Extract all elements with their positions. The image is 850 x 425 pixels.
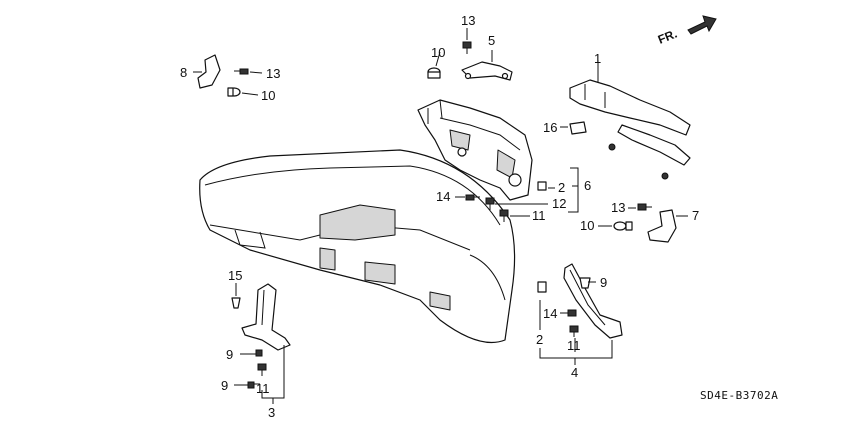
- callout-3: 3: [268, 405, 275, 420]
- clip-icon: [537, 281, 547, 293]
- clip-icon: [569, 121, 587, 135]
- leader-lines: [193, 28, 688, 404]
- callout-16: 16: [543, 120, 557, 135]
- bolt-icon: [465, 194, 480, 201]
- callout-13: 13: [611, 200, 625, 215]
- nut-icon: [427, 67, 441, 79]
- callout-9: 9: [226, 347, 233, 362]
- callout-4: 4: [571, 365, 578, 380]
- callout-2: 2: [536, 332, 543, 347]
- callout-13: 13: [461, 13, 475, 28]
- callout-9: 9: [221, 378, 228, 393]
- bolt-icon: [567, 309, 577, 317]
- callout-10: 10: [261, 88, 275, 103]
- callout-13: 13: [266, 66, 280, 81]
- bolt-icon: [255, 349, 263, 357]
- callout-14: 14: [436, 189, 450, 204]
- callout-12: 12: [552, 196, 566, 211]
- bolt-icon: [234, 68, 249, 75]
- bracket-part-7: [647, 209, 677, 243]
- callout-14: 14: [543, 306, 557, 321]
- callout-11: 11: [567, 338, 581, 353]
- callout-10: 10: [580, 218, 594, 233]
- callout-7: 7: [692, 208, 699, 223]
- callout-5: 5: [488, 33, 495, 48]
- bracket-part-5: [461, 61, 513, 81]
- callout-9: 9: [600, 275, 607, 290]
- bolt-icon: [257, 363, 267, 376]
- nut-icon: [613, 221, 633, 231]
- nut-icon: [227, 87, 241, 97]
- bolt-icon: [637, 203, 652, 211]
- front-direction-indicator: FR.: [656, 15, 717, 47]
- steering-hanger-beam: [569, 79, 691, 180]
- diagram-code: SD4E-B3702A: [700, 389, 778, 402]
- bolt-icon: [462, 41, 472, 54]
- bracket-part-8: [197, 54, 221, 89]
- dashboard-panel: [199, 149, 516, 344]
- bolt-icon: [485, 197, 495, 210]
- bolt-icon: [569, 325, 579, 337]
- callout-2: 2: [558, 180, 565, 195]
- bolt-icon: [499, 209, 509, 222]
- center-stay-bracket: [417, 99, 533, 201]
- front-arrow-icon: [687, 15, 717, 35]
- nut-icon: [537, 181, 547, 191]
- callout-8: 8: [180, 65, 187, 80]
- callout-1: 1: [594, 51, 601, 66]
- callout-10: 10: [431, 45, 445, 60]
- clip-icon: [579, 277, 591, 289]
- callout-labels: 13 5 10 8 13 10 1 16 2 6 14 12 11 13 7 1…: [180, 13, 699, 420]
- callout-11: 11: [532, 208, 546, 223]
- bracket-part-3: [241, 283, 291, 351]
- front-direction-label: FR.: [656, 27, 679, 47]
- callout-6: 6: [584, 178, 591, 193]
- callout-11: 11: [256, 381, 270, 396]
- bolt-icon: [247, 381, 260, 389]
- callout-15: 15: [228, 268, 242, 283]
- fasteners: [227, 41, 652, 389]
- clip-icon: [231, 297, 241, 309]
